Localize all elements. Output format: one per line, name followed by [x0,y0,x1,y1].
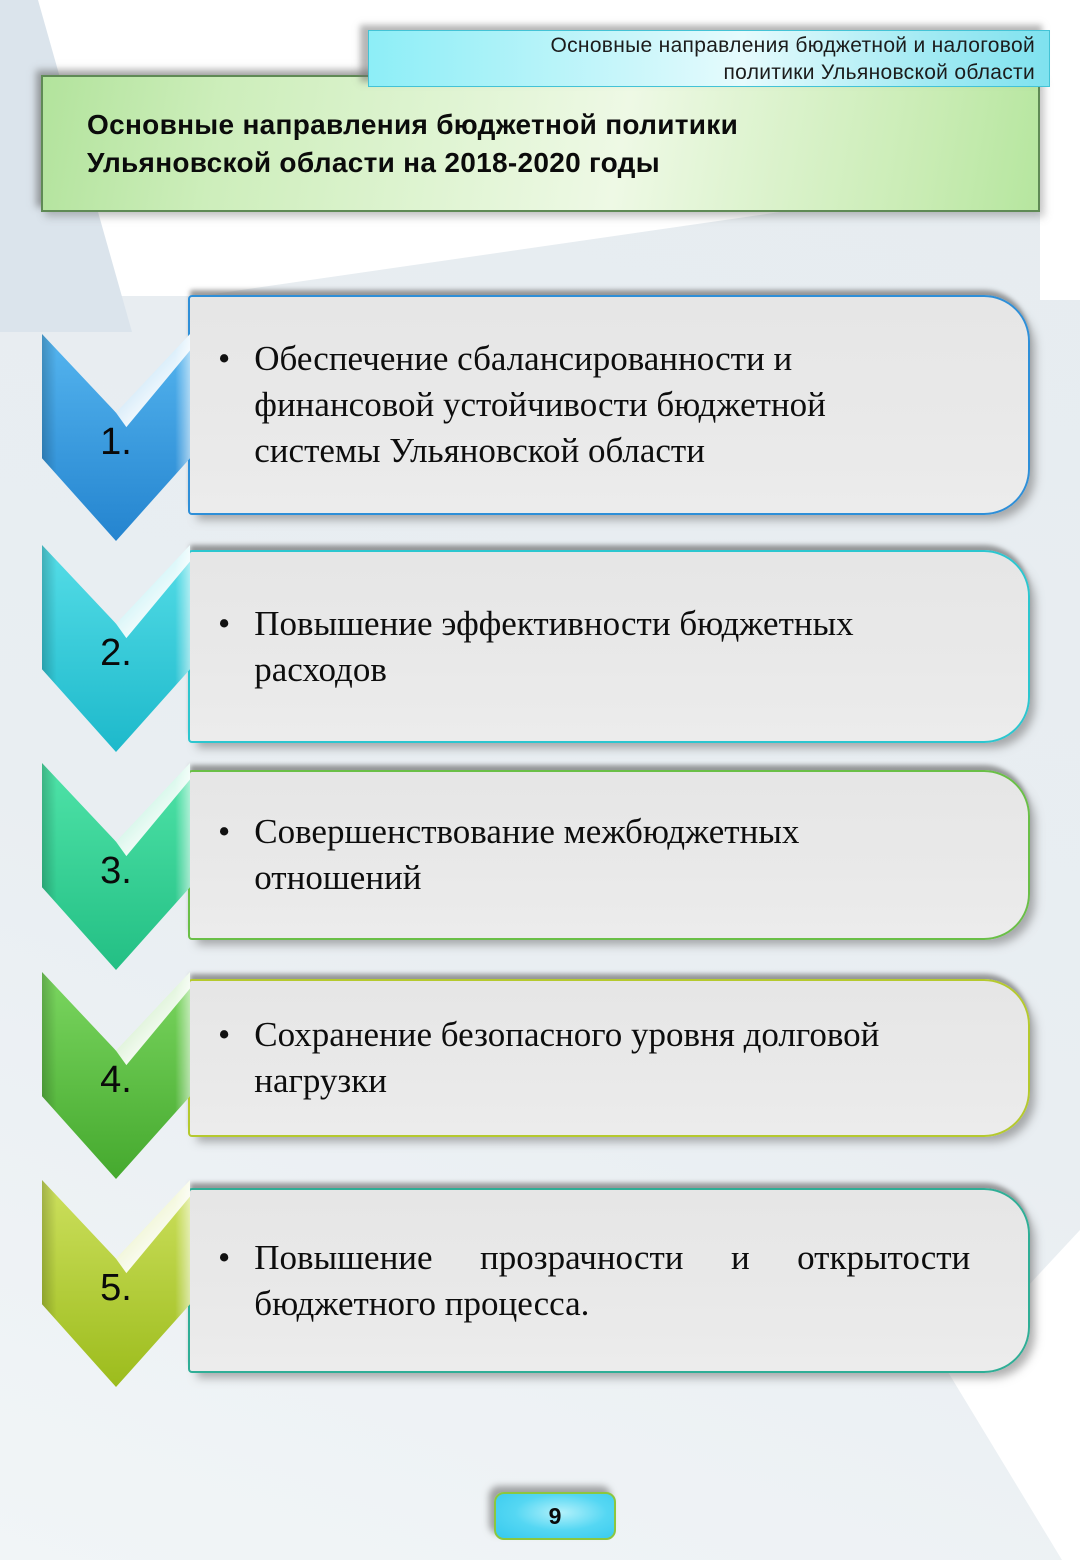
item-text-3: Совершенствование межбюджетных отношений [254,812,800,897]
page-number-badge: 9 [494,1492,616,1540]
item-content-3: • Совершенствование межбюджетных отношен… [190,801,827,909]
bullet-icon: • [218,603,231,643]
chevron-3: 3. [42,763,190,970]
item-text-2: Повышение эффективности бюджетных расход… [254,603,854,689]
header-tab-text: Основные направления бюджетной и налогов… [550,33,1035,84]
item-box-4: • Сохранение безопасного уровня долговой… [188,979,1030,1137]
background-top-strip [0,0,1080,30]
chevron-2-number: 2. [100,631,132,674]
header-tab: Основные направления бюджетной и налогов… [368,30,1050,87]
item-text-1: Обеспечение сбалансированности и финансо… [254,339,826,470]
item-text-4: Сохранение безопасного уровня долговой н… [254,1015,880,1100]
item-content-1: • Обеспечение сбалансированности и финан… [190,328,854,482]
page-number: 9 [548,1502,562,1529]
title-box: Основные направления бюджетной политики … [41,75,1040,212]
chevron-4: 4. [42,972,190,1179]
bullet-icon: • [218,812,231,851]
bullet-icon: • [218,1237,231,1277]
item-text-5: Повышение прозрачности и открытости бюдж… [254,1237,971,1323]
chevron-1-number: 1. [100,420,132,463]
item-content-5: • Повышение прозрачности и открытости бю… [190,1227,998,1335]
chevron-3-number: 3. [100,849,132,892]
item-box-3: • Совершенствование межбюджетных отношен… [188,770,1030,940]
chevron-5-number: 5. [100,1266,132,1309]
item-content-4: • Сохранение безопасного уровня долговой… [190,1004,907,1112]
item-box-5: • Повышение прозрачности и открытости бю… [188,1188,1030,1373]
page-title: Основные направления бюджетной политики … [87,108,739,178]
item-box-1: • Обеспечение сбалансированности и финан… [188,295,1030,515]
bullet-icon: • [218,1015,231,1054]
chevron-4-number: 4. [100,1058,132,1101]
item-box-2: • Повышение эффективности бюджетных расх… [188,550,1030,743]
chevron-5: 5. [42,1180,190,1387]
background-topleft-area [0,0,370,76]
item-content-2: • Повышение эффективности бюджетных расх… [190,593,882,701]
bullet-icon: • [218,339,231,378]
chevron-1: 1. [42,334,190,541]
chevron-2: 2. [42,545,190,752]
